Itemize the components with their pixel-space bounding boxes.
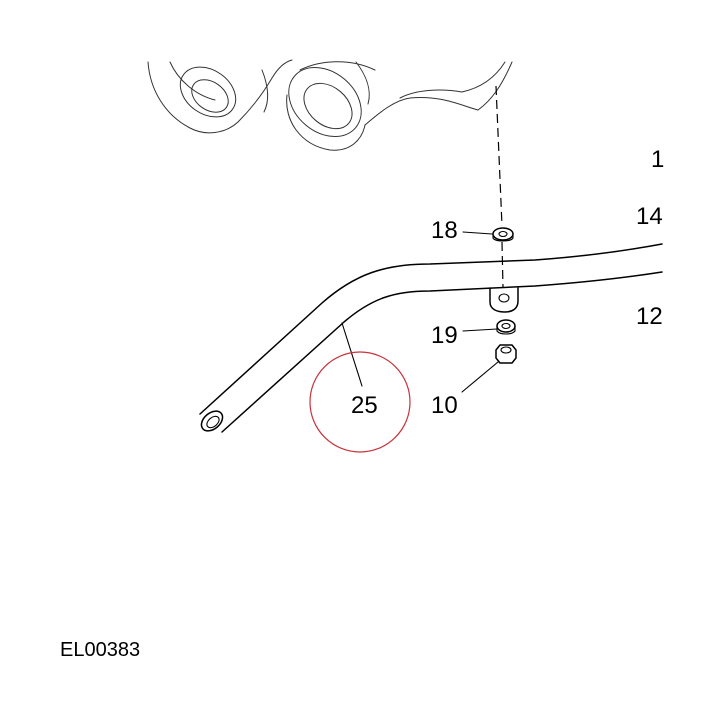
leader-25 (341, 322, 363, 387)
callout-10: 10 (431, 392, 458, 419)
highlight-circle (309, 351, 411, 453)
mounting-bracket (489, 287, 519, 313)
callout-12: 12 (636, 303, 663, 330)
leader-10 (461, 361, 499, 393)
nut-10 (495, 344, 517, 364)
upper-manifold-assembly (147, 59, 513, 151)
washer-19 (496, 319, 516, 335)
diagram-reference-code: EL00383 (60, 639, 140, 661)
callout-14: 14 (636, 203, 663, 230)
leader-19 (462, 328, 498, 332)
callout-1-partial: 1 (651, 146, 664, 173)
washer-18 (492, 227, 514, 242)
callout-19: 19 (431, 322, 458, 349)
assembly-guide-line (495, 85, 503, 227)
pipe-part (199, 243, 663, 433)
callout-18: 18 (431, 217, 458, 244)
callout-25: 25 (351, 392, 378, 419)
assembly-guide-line-lower (501, 241, 504, 289)
leader-18 (462, 231, 493, 235)
